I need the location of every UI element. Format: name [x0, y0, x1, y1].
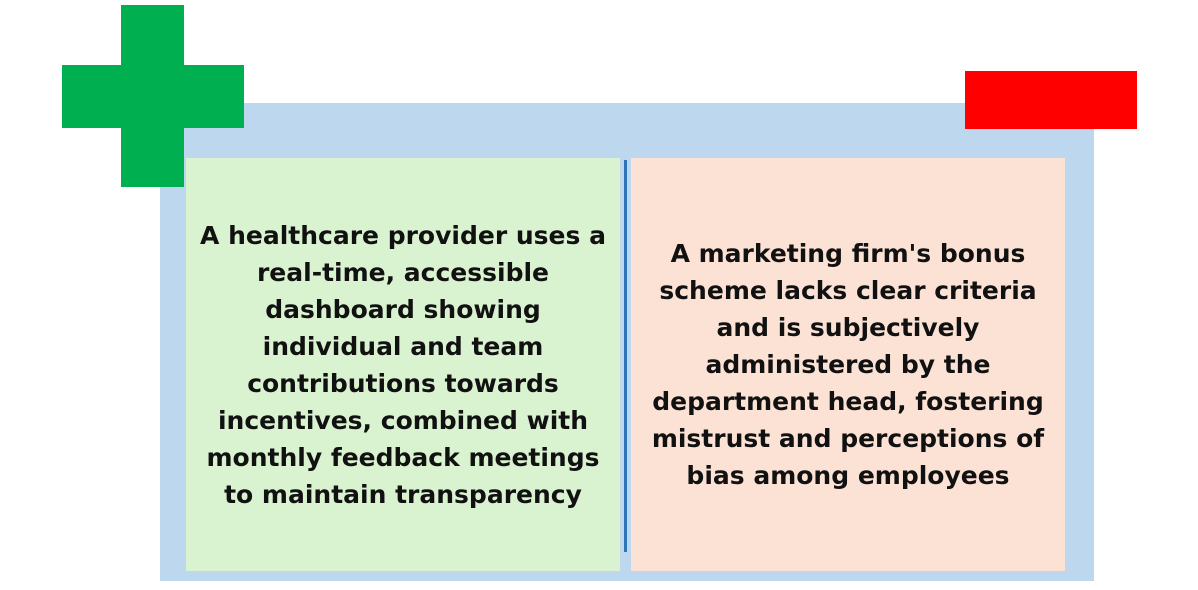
negative-example-text: A marketing firm's bonus scheme lacks cl… [651, 239, 1045, 490]
positive-example-panel: A healthcare provider uses a real-time, … [186, 158, 620, 571]
negative-example-panel: A marketing firm's bonus scheme lacks cl… [631, 158, 1065, 571]
plus-icon-horizontal-bar [62, 65, 244, 128]
panel-divider [624, 160, 627, 552]
positive-example-text: A healthcare provider uses a real-time, … [200, 220, 606, 509]
minus-icon [965, 71, 1137, 129]
